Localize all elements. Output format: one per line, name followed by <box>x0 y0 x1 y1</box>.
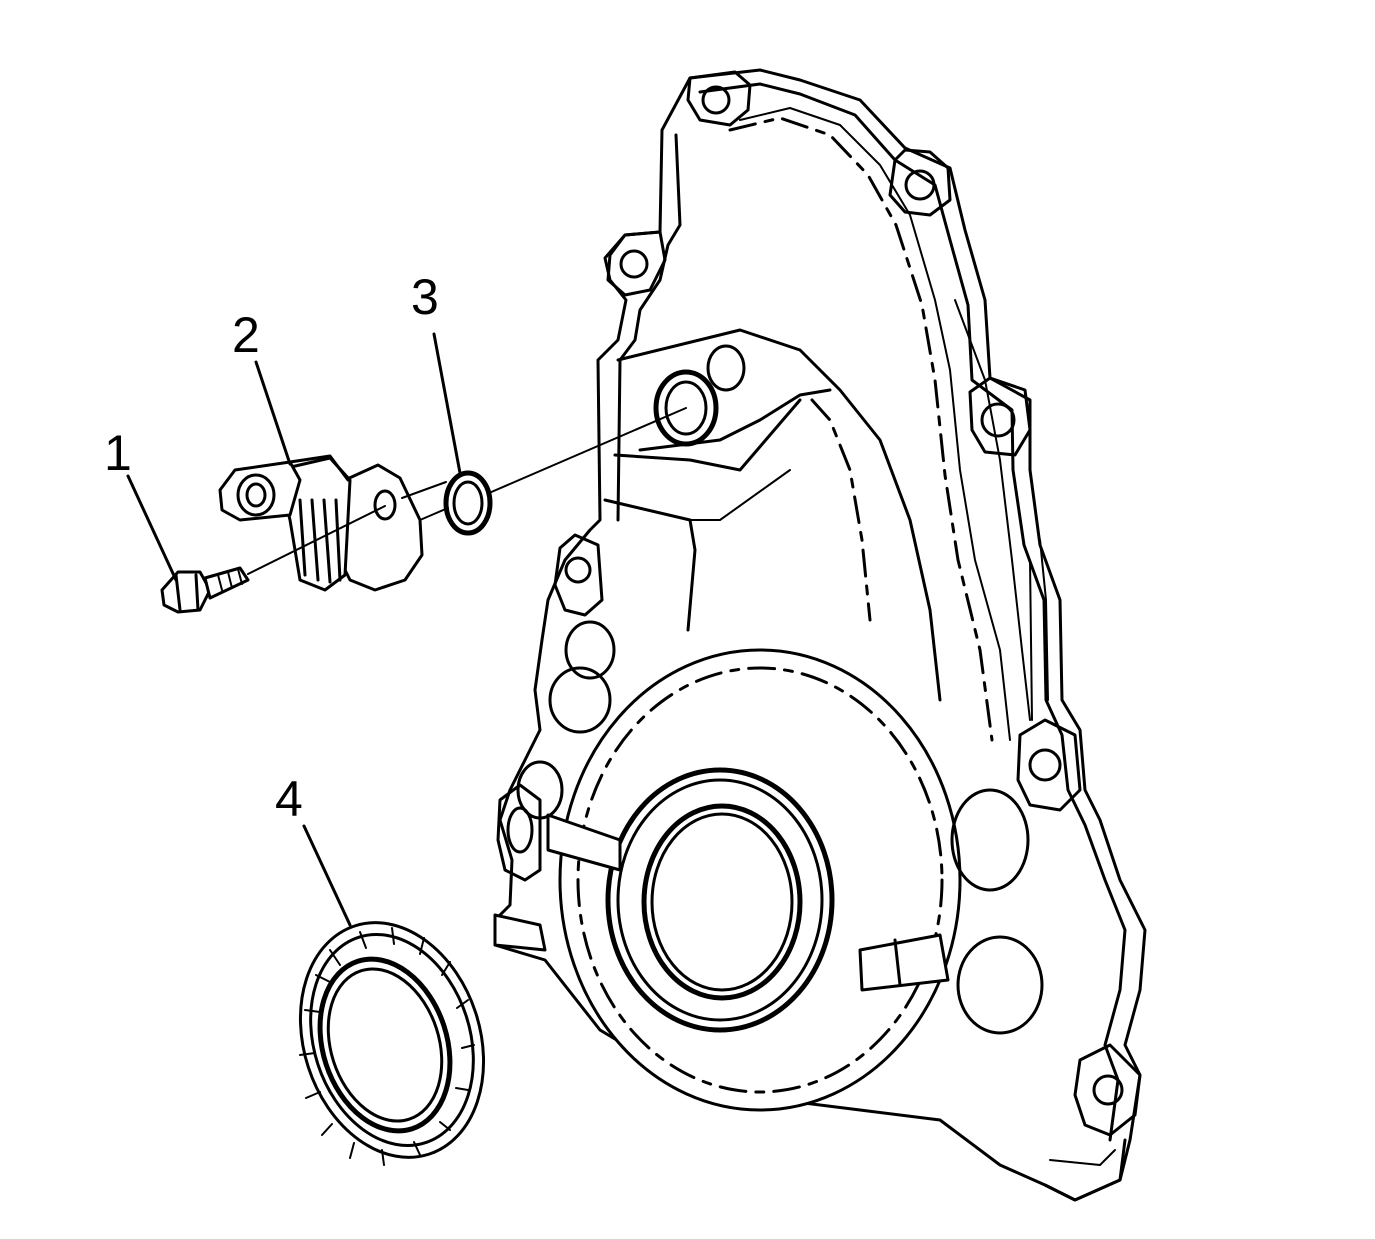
o-ring <box>443 470 493 536</box>
callout-2: 2 <box>232 307 260 363</box>
bolt-boss-top <box>686 70 752 127</box>
callout-1: 1 <box>104 425 132 481</box>
installation-axis <box>247 407 687 575</box>
bolt-boss-left-lower <box>496 783 542 882</box>
bolt-boss-upper-left <box>606 230 667 297</box>
callout-3: 3 <box>411 269 439 325</box>
engine-front-cover <box>493 68 1147 1202</box>
leader-line-3 <box>432 332 462 475</box>
leader-line-2 <box>254 360 292 466</box>
crankshaft-position-sensor <box>218 454 424 592</box>
leader-line-1 <box>126 474 178 582</box>
bolt-boss-left-mid <box>553 533 604 617</box>
bolt-boss-bottom-right <box>1073 1043 1142 1137</box>
leader-line-4 <box>302 824 352 927</box>
callout-4: 4 <box>275 771 303 827</box>
bolt-boss-right-lower <box>1016 718 1082 812</box>
bolt <box>160 566 250 614</box>
crankshaft-seal-housing <box>558 648 962 1112</box>
bolt-boss-upper-right <box>888 148 952 217</box>
leader-lines <box>126 332 462 927</box>
front-crankshaft-oil-seal <box>298 921 486 1166</box>
bolt-boss-right <box>968 376 1032 457</box>
